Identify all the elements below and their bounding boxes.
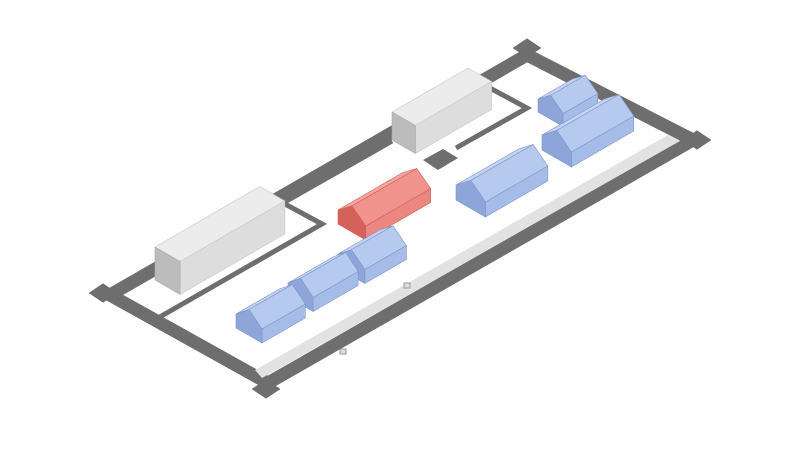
gable-end-face — [537, 94, 564, 128]
buildings — [154, 67, 635, 344]
gable-end-face — [337, 205, 367, 241]
inner-path-left — [156, 138, 394, 321]
gable-end-face — [235, 309, 263, 344]
corner-tower-4 — [251, 379, 281, 399]
blue-house-6 — [541, 94, 635, 168]
gable-end-face — [455, 180, 486, 218]
gate-marker — [403, 282, 411, 289]
gray-warehouse-top — [391, 67, 493, 155]
blue-house-2 — [287, 251, 359, 313]
inner-path-right — [454, 84, 533, 151]
gray-warehouse-left — [154, 186, 286, 296]
blue-house-5 — [537, 74, 599, 128]
red-house-highlighted — [337, 168, 432, 241]
inner-walkway-strip — [255, 135, 680, 378]
gate-marker — [339, 348, 347, 355]
corner-tower-3 — [682, 130, 712, 150]
inner-path-block — [423, 149, 458, 170]
end-face — [391, 111, 416, 155]
corner-tower-1 — [88, 283, 118, 303]
corner-tower-2 — [512, 38, 542, 58]
gable-end-face — [541, 130, 572, 168]
blue-house-4 — [455, 144, 549, 218]
end-face — [154, 246, 181, 296]
gable-end-face — [287, 277, 314, 313]
blue-house-1 — [235, 284, 306, 344]
